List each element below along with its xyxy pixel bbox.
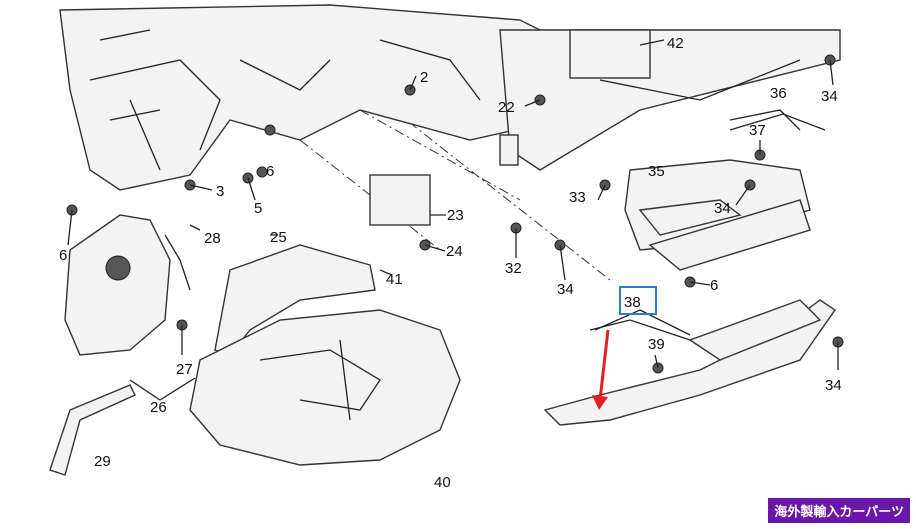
highlight-arrow (598, 329, 610, 401)
watermark-badge: 海外製輸入カーパーツ (768, 498, 910, 523)
highlight-box (619, 286, 657, 315)
dashboard-frame (59, 4, 602, 191)
callout-34b: 34 (714, 200, 731, 217)
callout-6c: 6 (710, 277, 718, 294)
callout-33: 33 (569, 189, 586, 206)
callout-32: 32 (505, 260, 522, 277)
callout-34d: 34 (825, 377, 842, 394)
callout-36: 36 (770, 85, 787, 102)
bracket-42 (569, 29, 651, 79)
trim-strip-29 (49, 384, 136, 476)
callout-6b: 6 (59, 247, 67, 264)
side-cover-26 (64, 214, 191, 356)
callout-26: 26 (150, 399, 167, 416)
callout-28: 28 (204, 230, 221, 247)
callout-6a: 6 (266, 163, 274, 180)
cross-beam (499, 29, 841, 171)
callout-34c: 34 (557, 281, 574, 298)
callout-25: 25 (270, 229, 287, 246)
callout-22: 22 (498, 99, 515, 116)
callout-38: 38 (624, 294, 641, 311)
callout-5: 5 (254, 200, 262, 217)
bracket-36 (729, 113, 826, 131)
callout-41: 41 (386, 271, 403, 288)
callout-24: 24 (446, 243, 463, 260)
callout-39: 39 (648, 336, 665, 353)
callout-37: 37 (749, 122, 766, 139)
bracket-38 (594, 309, 691, 336)
trim-panel-38 (543, 299, 836, 426)
column-cover (189, 244, 461, 466)
callout-2: 2 (420, 69, 428, 86)
glovebox-part (624, 109, 811, 271)
callout-35: 35 (648, 163, 665, 180)
callout-27: 27 (176, 361, 193, 378)
callout-42: 42 (667, 35, 684, 52)
callout-40: 40 (434, 474, 451, 491)
module-23 (369, 174, 431, 226)
bracket-26 (129, 377, 196, 401)
callout-34a: 34 (821, 88, 838, 105)
callout-29: 29 (94, 453, 111, 470)
highlight-arrow-head (592, 395, 608, 410)
callout-3: 3 (216, 183, 224, 200)
callout-23: 23 (447, 207, 464, 224)
